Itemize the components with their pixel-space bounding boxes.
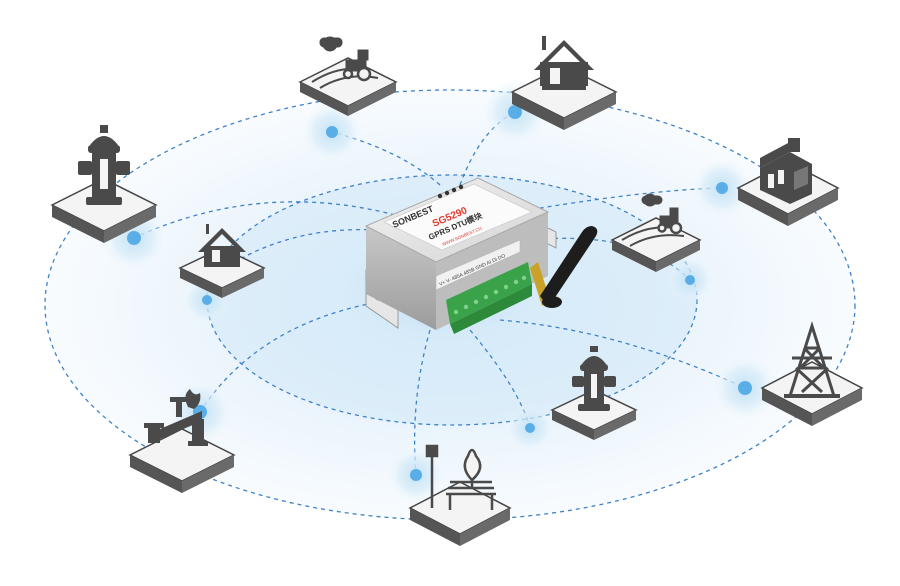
house-icon [534, 36, 594, 90]
park-bench-icon [425, 444, 496, 510]
status-leds [437, 184, 464, 199]
antenna-icon [530, 226, 598, 308]
node-factory [736, 138, 840, 226]
node-fire-hydrant [50, 125, 158, 243]
gprs-dtu-device: SONBEST SG5290 GPRS DTU模块 WWW.SONBEST.CN… [364, 177, 598, 334]
node-power-tower [760, 320, 864, 426]
node-house-small [178, 224, 266, 298]
factory-icon [760, 138, 812, 204]
tractor-field-icon [621, 193, 685, 247]
node-tractor-farm [298, 36, 398, 116]
fire-hydrant-icon [78, 125, 130, 205]
fire-hydrant-icon [572, 346, 616, 411]
terminal-block [446, 262, 532, 334]
tractor-field-icon [311, 36, 379, 89]
house-icon [198, 224, 246, 267]
node-tractor-farm-small [610, 193, 702, 272]
node-fire-hydrant-small [550, 346, 638, 440]
node-pipeline-valve [128, 389, 236, 493]
node-park-bench [408, 444, 512, 546]
pipe-valve-icon [144, 389, 208, 446]
node-house [510, 36, 618, 130]
power-tower-icon [784, 320, 840, 398]
